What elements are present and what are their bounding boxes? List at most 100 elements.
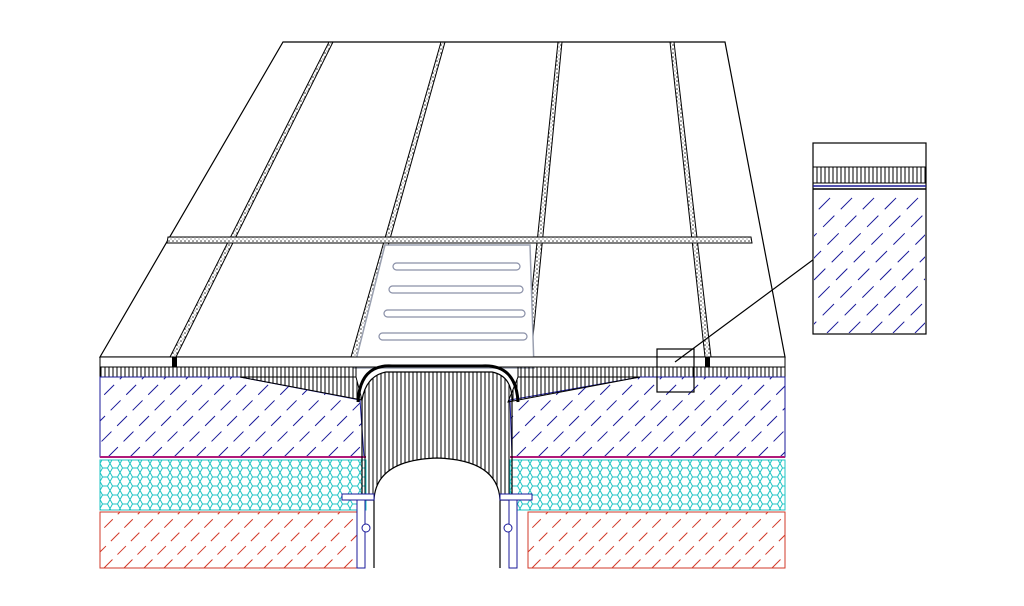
pipe-clamp-icon <box>361 523 371 533</box>
inset-screed-hatch <box>814 192 1024 333</box>
hatch-line <box>647 377 729 457</box>
hatch-line <box>183 512 241 568</box>
cross-section <box>99 364 926 569</box>
hatch-line <box>814 212 925 325</box>
hatch-line <box>559 377 641 457</box>
hatch-line <box>100 512 121 533</box>
drain-collar <box>356 364 520 403</box>
hatch-line <box>143 512 201 568</box>
hatch-line <box>959 192 1024 333</box>
hatch-line <box>528 512 549 533</box>
hatch-line <box>100 512 141 553</box>
grate-slot <box>388 285 524 294</box>
hatch-line <box>528 512 569 553</box>
detail-marker-icon <box>656 348 695 393</box>
slab-hatch <box>100 512 358 568</box>
hatch-line <box>779 377 785 457</box>
hatch-line <box>792 512 848 568</box>
hatch-line <box>515 377 597 457</box>
hatch-line <box>937 192 1024 333</box>
adhesive-bed-right <box>517 366 786 378</box>
hatch-line <box>243 512 301 568</box>
grate-slot <box>378 332 528 341</box>
drain-pipe-left <box>341 493 375 569</box>
hatch-line <box>611 512 669 568</box>
hatch-line <box>848 256 925 333</box>
detail-inset <box>812 142 1024 335</box>
hatch-line <box>802 377 882 457</box>
hatch-line <box>100 377 123 457</box>
hatch-line <box>631 512 689 568</box>
grate-slots <box>378 262 528 341</box>
hatch-line <box>625 377 707 457</box>
slope-wedge-right <box>507 376 641 403</box>
hatch-line <box>100 512 101 513</box>
slab-layer-right <box>527 511 888 569</box>
hatch-line <box>731 514 785 568</box>
hatch-line <box>323 533 358 568</box>
hatch-line <box>981 192 1024 333</box>
insulation-layer-right <box>509 459 786 511</box>
hatch-line <box>100 377 167 457</box>
joint-seal-right <box>705 357 710 367</box>
tile-floor <box>98 41 786 378</box>
hatch-line <box>107 377 189 457</box>
detail-callout <box>656 142 1024 393</box>
grate-slot <box>392 262 521 271</box>
hatch-line <box>283 512 341 568</box>
hatch-line <box>195 377 277 457</box>
adhesive-bed-left <box>99 366 357 378</box>
hatch-line <box>603 377 685 457</box>
drain-grate <box>353 244 535 369</box>
hatch-line <box>735 377 785 457</box>
hatch-line <box>581 377 663 457</box>
hatch-line <box>217 377 299 457</box>
insulation-layer-left <box>99 459 367 511</box>
hatch-line <box>303 513 358 568</box>
hatch-line <box>691 512 749 568</box>
hatch-line <box>669 377 751 457</box>
hatch-line <box>173 377 255 457</box>
hatch-line <box>812 512 868 568</box>
grate-slot <box>383 309 526 318</box>
hatch-line <box>711 512 769 568</box>
hatch-line <box>892 300 925 333</box>
hatch-line <box>531 512 589 568</box>
hatch-line <box>100 377 101 457</box>
grout-joints <box>166 41 753 358</box>
hatch-line <box>123 512 181 568</box>
hatch-line <box>239 377 321 457</box>
grout-joint-horizontal <box>166 236 753 244</box>
hatch-line <box>263 512 321 568</box>
slab-hatch <box>528 512 888 568</box>
slab-layer-left <box>99 511 359 569</box>
screed-layer-left <box>99 376 365 458</box>
hatch-line <box>751 534 785 568</box>
hatch-line <box>846 377 926 457</box>
hatch-line <box>203 512 261 568</box>
hatch-line <box>129 377 211 457</box>
hatch-line <box>537 377 619 457</box>
hatch-line <box>713 377 785 457</box>
hatch-line <box>870 278 925 333</box>
pipe-clamp-icon <box>503 523 513 533</box>
hatch-line <box>163 512 221 568</box>
joint-seal-left <box>172 357 177 367</box>
hatch-line <box>305 377 364 457</box>
hatch-line <box>1003 192 1024 333</box>
hatch-line <box>571 512 629 568</box>
hatch-line <box>591 512 649 568</box>
hatch-line <box>223 512 281 568</box>
hatch-line <box>103 512 161 568</box>
hatch-line <box>151 377 233 457</box>
hatch-line <box>671 512 729 568</box>
hatch-line <box>832 512 888 568</box>
inset-adhesive <box>812 166 927 184</box>
drain-opening <box>373 457 501 568</box>
drain-pipe-right <box>499 493 533 569</box>
hatch-line <box>100 377 145 457</box>
hatch-line <box>914 322 925 333</box>
hatch-line <box>826 234 925 333</box>
